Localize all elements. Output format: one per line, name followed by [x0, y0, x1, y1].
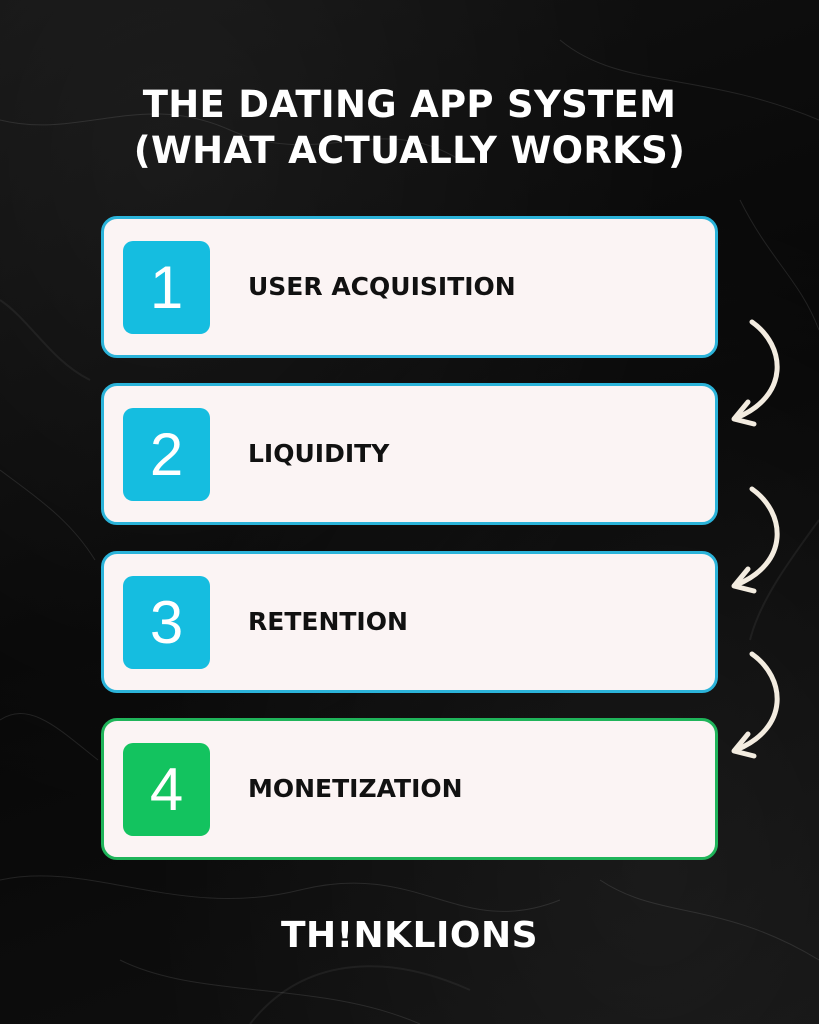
title-line-2: (WHAT ACTUALLY WORKS) [133, 129, 686, 172]
step-label: USER ACQUISITION [248, 272, 516, 301]
title-line-1: THE DATING APP SYSTEM [142, 83, 677, 126]
curved-arrow-icon [731, 486, 780, 594]
step-number-badge: 4 [123, 743, 210, 836]
step-card-2: 2 LIQUIDITY [101, 383, 718, 525]
step-card-1: 1 USER ACQUISITION [101, 216, 718, 358]
curved-arrow-icon [731, 651, 780, 759]
curved-arrow-icon [731, 319, 780, 427]
step-number-badge: 1 [123, 241, 210, 334]
step-label: RETENTION [248, 607, 408, 636]
brand-logo: TH!NKLIONS [280, 915, 539, 956]
page-title: THE DATING APP SYSTEM (WHAT ACTUALLY WOR… [0, 82, 819, 174]
step-number-badge: 2 [123, 408, 210, 501]
step-card-3: 3 RETENTION [101, 551, 718, 693]
step-label: LIQUIDITY [248, 439, 390, 468]
step-card-4: 4 MONETIZATION [101, 718, 718, 860]
step-label: MONETIZATION [248, 774, 463, 803]
step-number-badge: 3 [123, 576, 210, 669]
